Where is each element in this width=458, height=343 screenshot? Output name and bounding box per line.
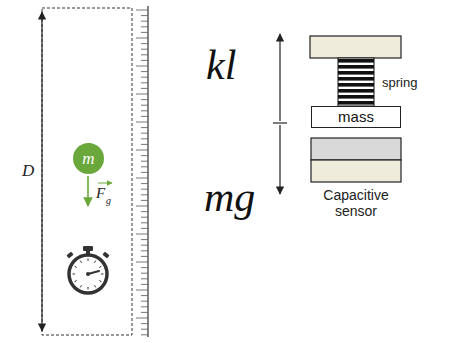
ruler-edge <box>147 6 148 337</box>
force-label: F <box>96 186 105 201</box>
sensor-label-node: Capacitive sensor <box>306 185 406 221</box>
spring-force-label: kl <box>206 44 236 86</box>
force-arrow <box>87 176 89 206</box>
sensor-plate <box>311 138 401 160</box>
vector-arrow <box>98 183 112 184</box>
dimension-arrow <box>41 12 42 331</box>
part-label: spring <box>382 76 417 89</box>
node-text: mass <box>338 108 374 125</box>
stopwatch-icon <box>66 246 109 293</box>
top-plate <box>310 36 401 58</box>
mass-box: mass <box>311 106 401 128</box>
node-text: m <box>82 149 94 169</box>
drop-region <box>42 8 132 335</box>
ruler-ticks <box>136 10 148 335</box>
dimension-label: D <box>22 162 34 179</box>
sensor-base <box>311 160 401 182</box>
spring-symbol <box>338 58 374 106</box>
spring-force-arrow <box>279 34 280 121</box>
weight-label: mg <box>204 176 255 218</box>
force-subscript: g <box>106 196 111 206</box>
node-text: Capacitive sensor <box>311 187 401 219</box>
reference-tick <box>273 122 287 123</box>
mass-ball: m <box>73 143 104 174</box>
weight-force-arrow <box>279 125 280 194</box>
